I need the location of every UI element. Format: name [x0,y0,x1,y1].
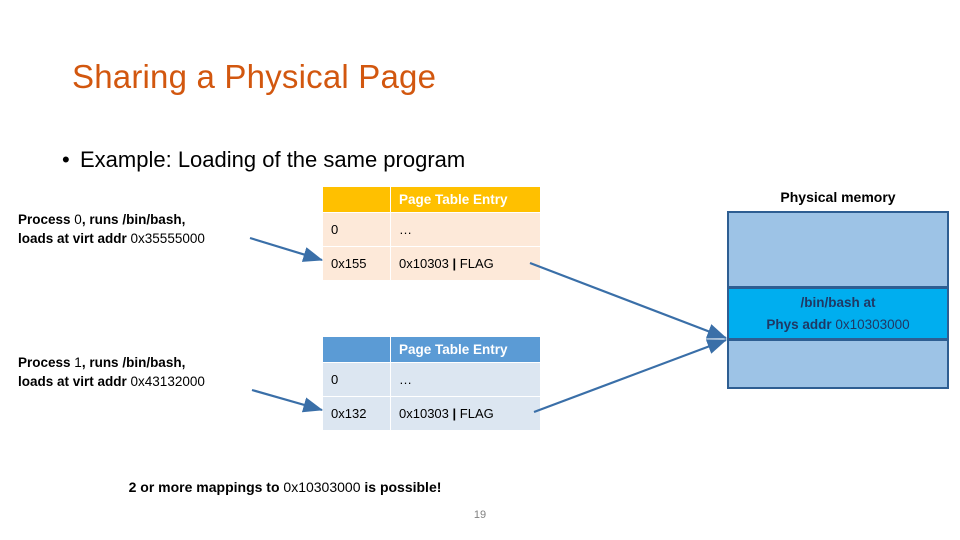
pte-entry-cell: 0x10303 | FLAG [390,246,541,281]
table-row: 0x155 0x10303 | FLAG [322,246,541,281]
page-table-entry-table-process-0: Page Table Entry 0 … 0x155 0x10303 | FLA… [322,186,541,281]
process-0-virtaddr-value: 0x35555000 [130,231,205,246]
footer-note-address: 0x10303000 [283,479,361,495]
process-1-virtaddr-value: 0x43132000 [130,374,205,389]
pte-entry-addr: 0x10303 [399,406,449,421]
process-0-caption-line1: Process 0, runs /bin/bash, [18,210,205,229]
pte-entry-cell: … [390,212,541,247]
pte-index-cell: 0 [322,362,391,397]
pte-index-cell: 0x132 [322,396,391,431]
process-0-label: Process [18,212,75,227]
memory-block-top [727,211,949,287]
table-header-blank [322,336,391,363]
connector-table1-to-physical-page [533,338,728,414]
process-1-caption-line2: loads at virt addr 0x43132000 [18,372,205,391]
pte-flag: FLAG [459,256,494,271]
bullet-marker-icon: • [62,147,70,172]
connector-process1-to-table1 [251,388,324,413]
process-1-caption-line1: Process 1, runs /bin/bash, [18,353,205,372]
process-1-label: Process [18,355,75,370]
memory-block-bin-bash-text: /bin/bash at Phys addr 0x10303000 [729,292,947,336]
process-0-virtaddr-label: loads at virt addr [18,231,131,246]
table-header-page-table-entry: Page Table Entry [390,186,541,213]
memory-block-bottom [727,339,949,389]
pte-index-cell: 0x155 [322,246,391,281]
pte-entry-addr: … [399,222,412,237]
process-1-virtaddr-label: loads at virt addr [18,374,131,389]
pte-flag: FLAG [459,406,494,421]
memory-block-bin-bash: /bin/bash at Phys addr 0x10303000 [727,287,949,339]
table-header-row: Page Table Entry [322,186,541,213]
table-header-blank [322,186,391,213]
page-table-entry-table-process-1: Page Table Entry 0 … 0x132 0x10303 | FLA… [322,336,541,431]
process-0-caption: Process 0, runs /bin/bash, loads at virt… [18,210,205,248]
connector-process0-to-table0 [249,236,324,262]
pte-entry-addr: 0x10303 [399,256,449,271]
table-row: 0 … [322,362,541,397]
footer-note-suffix: is possible! [360,479,442,495]
footer-note: 2 or more mappings to 0x10303000 is poss… [0,479,570,495]
table-row: 0x132 0x10303 | FLAG [322,396,541,431]
page-title: Sharing a Physical Page [72,58,437,95]
pte-separator: | [452,406,457,421]
footer-note-prefix: 2 or more mappings to [128,479,284,495]
connector-table0-to-physical-page [529,261,728,340]
process-1-caption: Process 1, runs /bin/bash, loads at virt… [18,353,205,391]
pte-entry-cell: … [390,362,541,397]
bin-bash-line2: Phys addr 0x10303000 [729,314,947,336]
pte-entry-addr: … [399,372,412,387]
pte-separator: | [452,256,457,271]
table-row: 0 … [322,212,541,247]
table-header-page-table-entry: Page Table Entry [390,336,541,363]
bin-bash-line1: /bin/bash at [800,295,876,310]
table-header-row: Page Table Entry [322,336,541,363]
pte-index-cell: 0 [322,212,391,247]
phys-addr-value: 0x10303000 [835,317,910,332]
physical-memory-label: Physical memory [780,189,896,205]
physical-memory-stack: /bin/bash at Phys addr 0x10303000 [727,211,949,389]
process-0-binary: , runs /bin/bash, [81,212,186,227]
pte-entry-cell: 0x10303 | FLAG [390,396,541,431]
phys-addr-label: Phys addr [766,317,836,332]
page-number: 19 [473,509,487,521]
bullet-item: • Example: Loading of the same program [62,146,465,174]
process-0-id: 0 [74,212,82,227]
process-0-caption-line2: loads at virt addr 0x35555000 [18,229,205,248]
process-1-binary: , runs /bin/bash, [81,355,186,370]
process-1-id: 1 [74,355,82,370]
bullet-text: Example: Loading of the same program [80,147,466,172]
